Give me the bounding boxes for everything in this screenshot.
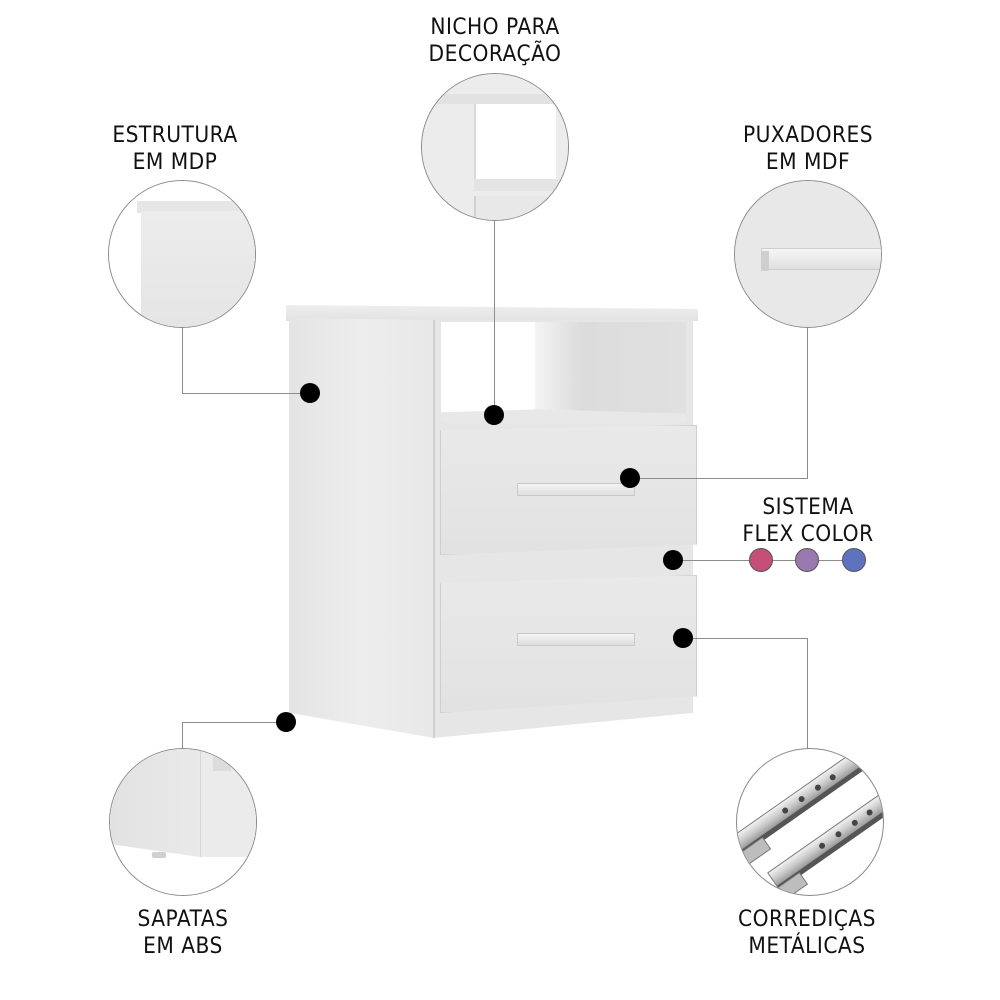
- side-panel: [289, 318, 434, 738]
- connector-corredicas-v: [807, 638, 808, 750]
- zoom-circle-nicho: [421, 73, 569, 221]
- niche-back-wall: [535, 322, 686, 420]
- connector-nicho: [494, 221, 495, 411]
- zoom-circle-corredicas: [736, 748, 884, 896]
- flex-color-purple[interactable]: [795, 548, 819, 572]
- marker-puxadores[interactable]: [620, 468, 640, 488]
- connector-estrutura-h: [182, 393, 302, 394]
- flex-color-blue[interactable]: [842, 548, 866, 572]
- marker-sapatas[interactable]: [276, 712, 296, 732]
- marker-corredicas[interactable]: [673, 628, 693, 648]
- label-nicho: NICHO PARA DECORAÇÃO: [428, 15, 562, 67]
- marker-estrutura[interactable]: [300, 383, 320, 403]
- marker-flex[interactable]: [663, 550, 683, 570]
- label-corredicas: CORREDIÇAS METÁLICAS: [738, 907, 876, 959]
- label-estrutura: ESTRUTURA EM MDP: [112, 123, 238, 175]
- flex-color-pink[interactable]: [749, 548, 773, 572]
- label-sapatas: SAPATAS EM ABS: [137, 907, 229, 959]
- drawer-bottom-handle[interactable]: [517, 633, 635, 646]
- label-flex: SISTEMA FLEX COLOR: [742, 495, 874, 547]
- marker-nicho[interactable]: [484, 405, 504, 425]
- connector-puxadores-h: [636, 478, 808, 479]
- zoom-circle-estrutura: [108, 180, 256, 328]
- connector-sapatas-v: [182, 722, 183, 750]
- top-board: [286, 305, 698, 321]
- connector-corredicas-h: [690, 638, 808, 639]
- zoom-circle-puxadores: [734, 180, 882, 328]
- connector-puxadores-v: [807, 328, 808, 479]
- label-puxadores: PUXADORES EM MDF: [742, 123, 874, 175]
- drawer-top-handle[interactable]: [517, 483, 635, 496]
- connector-sapatas-h: [182, 722, 282, 723]
- zoom-circle-sapatas: [109, 748, 257, 896]
- metal-slides-icon: [737, 749, 883, 895]
- connector-estrutura-v: [182, 328, 183, 394]
